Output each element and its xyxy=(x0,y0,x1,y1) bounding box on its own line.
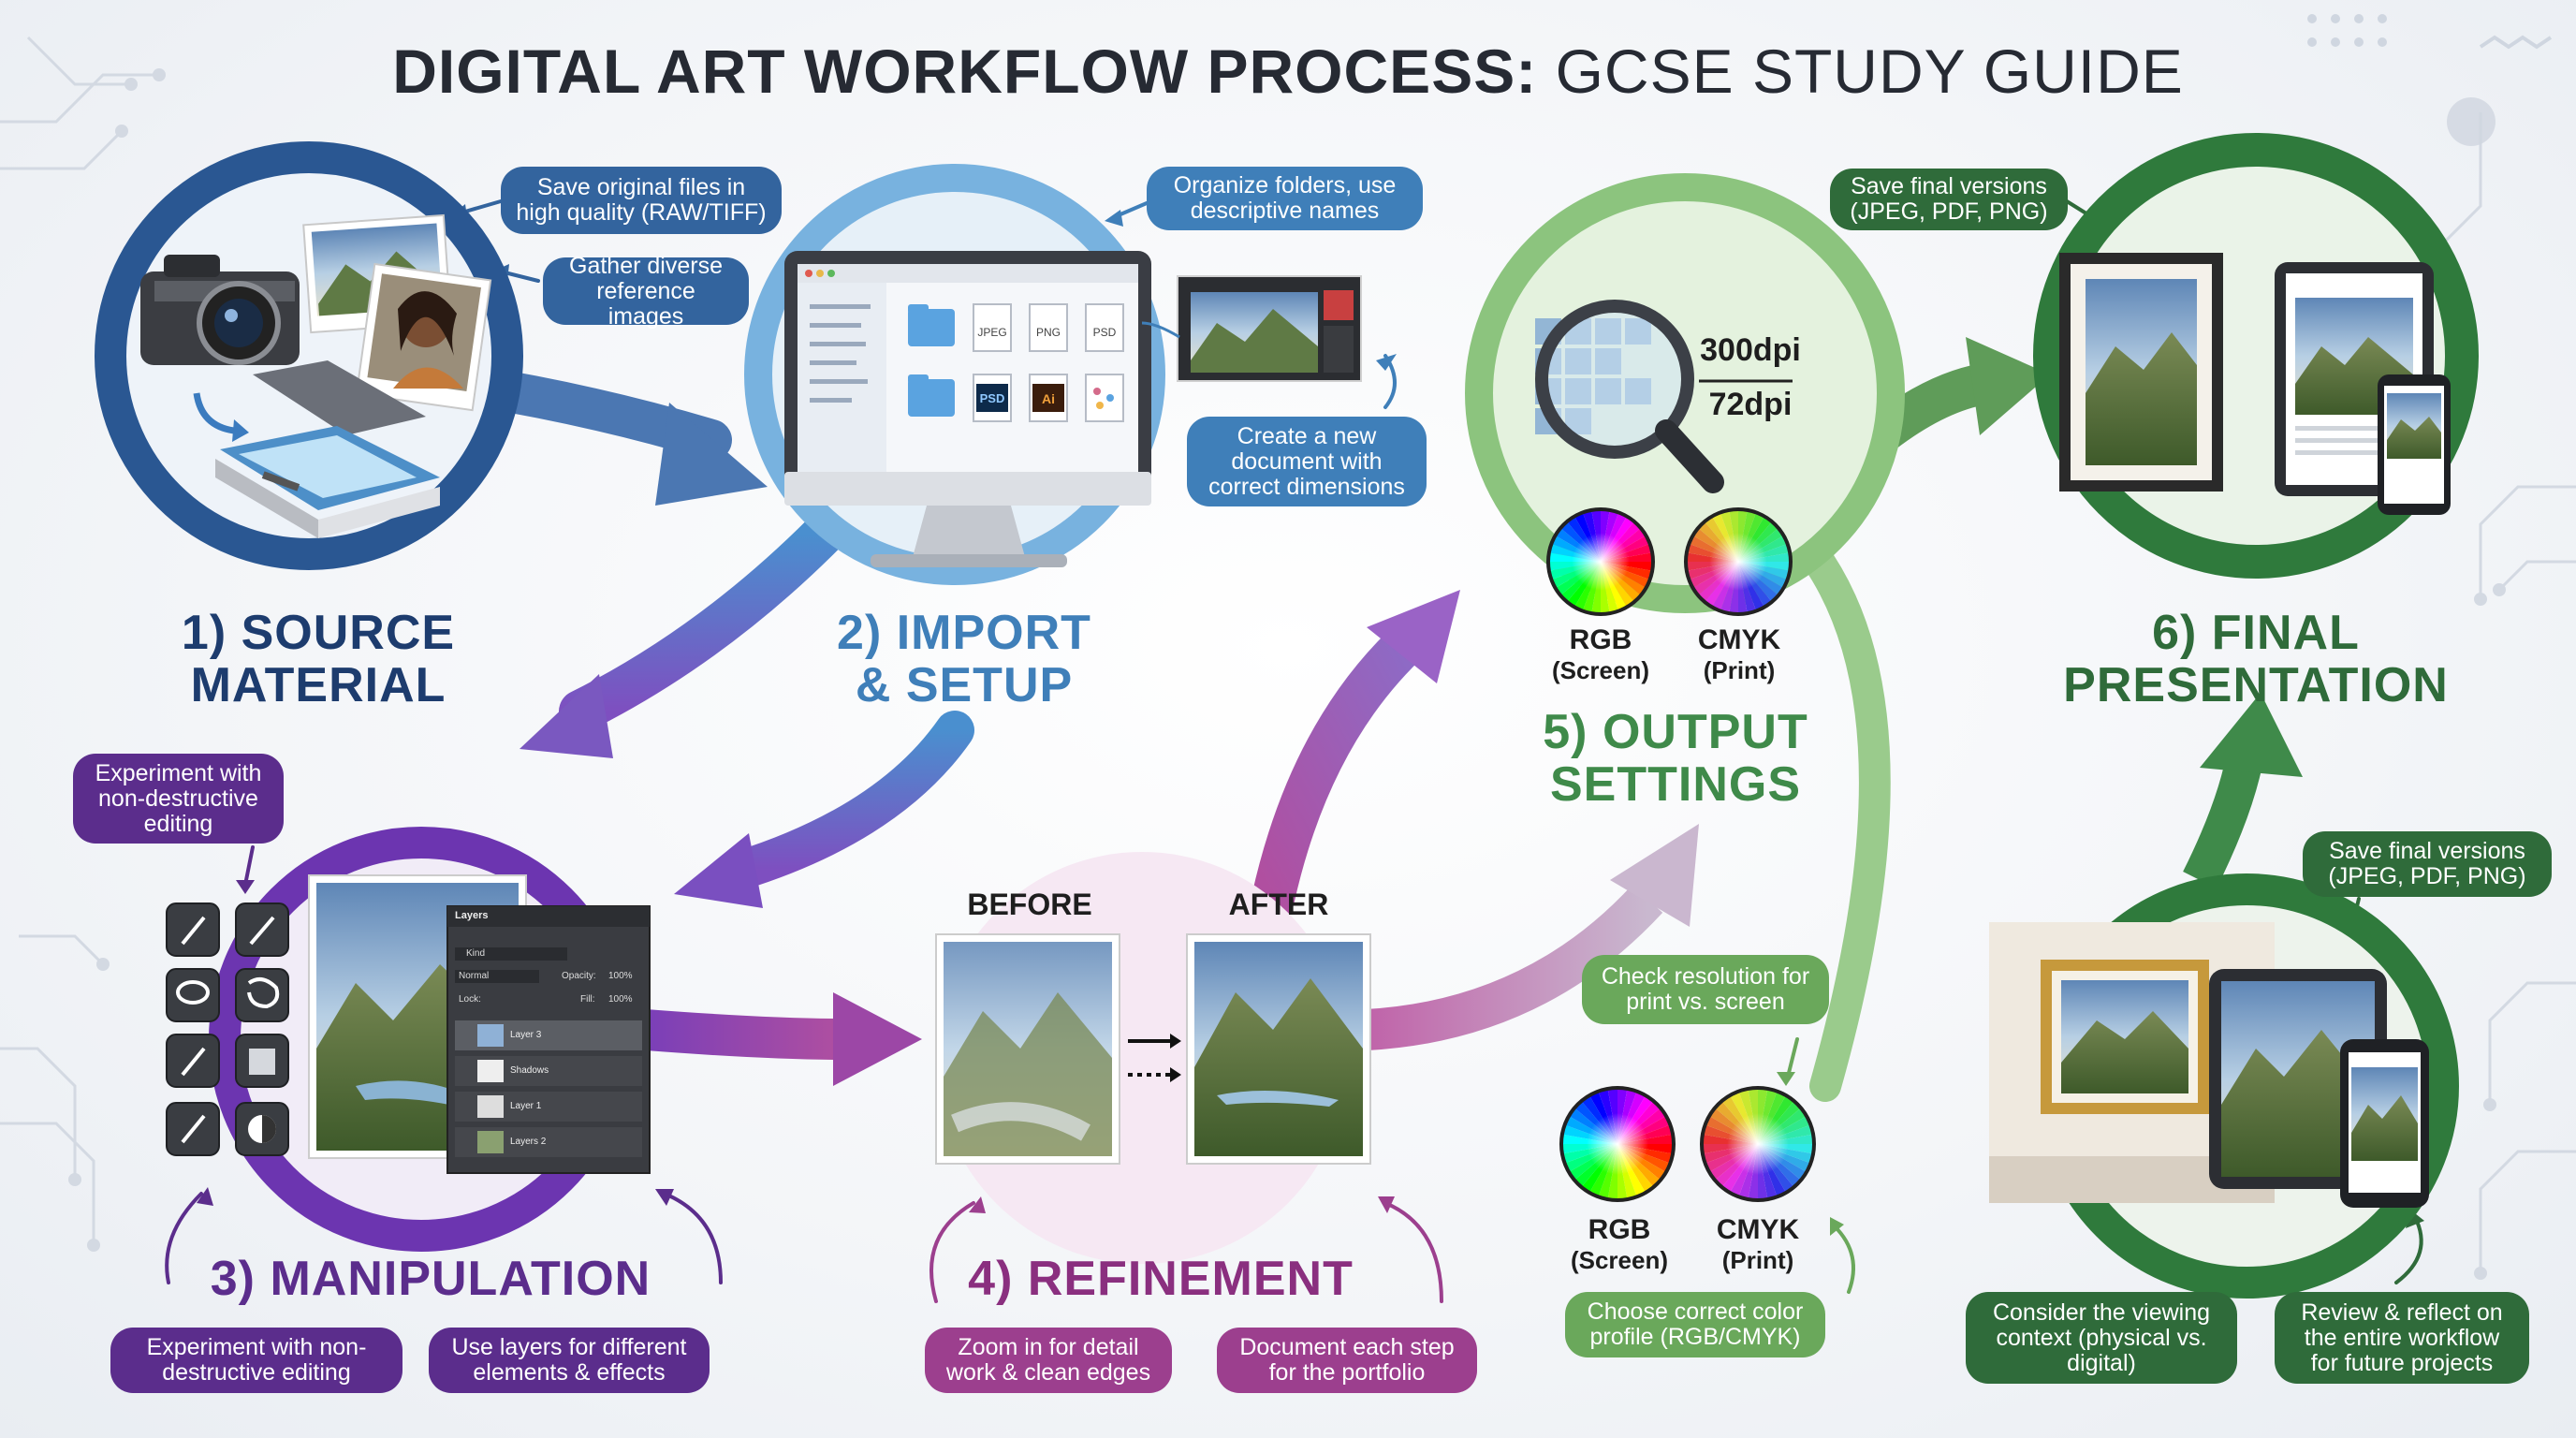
step-heading-source: 1) SOURCE MATERIAL xyxy=(122,607,515,712)
callout-save-final-top: Save final versions (JPEG, PDF, PNG) xyxy=(1830,169,2068,230)
file-label-psd-2: PSD xyxy=(979,391,1005,405)
rgb-sub-text-bottom: (Screen) xyxy=(1570,1246,1669,1274)
callout-experiment-bottom: Experiment with non-destructive editing xyxy=(110,1328,402,1393)
callout-gather-reference: Gather diverse reference images xyxy=(543,253,749,329)
flow-arrow-2-to-3 xyxy=(559,512,845,733)
monitor-icon xyxy=(784,251,1151,567)
layers-panel-fill-label: Fill: xyxy=(580,994,595,1005)
callout-use-layers: Use layers for different elements & effe… xyxy=(429,1328,710,1393)
after-image xyxy=(1186,933,1371,1165)
rgb-label-top: RGB (Screen) xyxy=(1535,625,1666,685)
file-label-jpeg: JPEG xyxy=(977,326,1007,339)
callout-organize-folders: Organize folders, use descriptive names xyxy=(1147,167,1423,230)
scanner-icon xyxy=(215,360,440,538)
compare-arrows xyxy=(1128,1039,1170,1077)
file-label-psd: PSD xyxy=(1092,326,1117,339)
title-bold: DIGITAL ART WORKFLOW PROCESS: xyxy=(392,37,1538,106)
callout-document-step: Document each step for the portfolio xyxy=(1217,1328,1477,1393)
dots-decoration xyxy=(2307,14,2496,146)
callout-check-resolution: Check resolution for print vs. screen xyxy=(1582,955,1829,1024)
portrait-photo xyxy=(355,262,492,412)
step-5-line2: SETTINGS xyxy=(1549,757,1802,812)
title-light: GCSE STUDY GUIDE xyxy=(1555,37,2184,106)
cmyk-text: CMYK xyxy=(1697,624,1781,655)
layer-row: Shadows xyxy=(510,1065,549,1076)
dpi-low-label: 72dpi xyxy=(1708,387,1793,422)
after-label: AFTER xyxy=(1228,888,1329,921)
step-2-line1: 2) IMPORT xyxy=(837,606,1091,660)
pen-icon xyxy=(249,916,275,946)
dpi-high-label: 300dpi xyxy=(1700,332,1801,368)
callout-zoom-detail: Zoom in for detail work & clean edges xyxy=(925,1328,1172,1393)
tool-palette xyxy=(166,902,289,1156)
layers-panel-opacity: 100% xyxy=(608,971,633,981)
layer-row: Layer 1 xyxy=(510,1101,542,1111)
layer-row: Layer 3 xyxy=(510,1030,542,1040)
phone-device-context xyxy=(2340,1039,2429,1208)
lasso-icon xyxy=(176,980,210,1005)
phone-device xyxy=(2378,374,2451,515)
callout-save-final-right: Save final versions (JPEG, PDF, PNG) xyxy=(2303,831,2552,897)
file-label-ai: Ai xyxy=(1042,391,1055,406)
page-title: DIGITAL ART WORKFLOW PROCESS: GCSE STUDY… xyxy=(0,36,2576,107)
cmyk-sub-text: (Print) xyxy=(1703,656,1776,684)
callout-experiment-top: Experiment with non-destructive editing xyxy=(73,754,284,844)
editor-preview-window xyxy=(1177,275,1362,382)
layer-row: Layers 2 xyxy=(510,1137,547,1147)
cmyk-sub-text-bottom: (Print) xyxy=(1721,1246,1794,1274)
step-6-line1: 6) FINAL xyxy=(2152,606,2360,660)
callout-choose-profile: Choose correct color profile (RGB/CMYK) xyxy=(1565,1292,1825,1357)
magnifier-icon xyxy=(1535,300,1724,493)
step-heading-output: 5) OUTPUT SETTINGS xyxy=(1488,706,1863,811)
layers-panel-opacity-label: Opacity: xyxy=(562,971,596,981)
camera-icon xyxy=(140,255,300,365)
step-1-line2: MATERIAL xyxy=(190,658,446,712)
rotate-icon xyxy=(247,977,280,1009)
step-5-line1: 5) OUTPUT xyxy=(1543,705,1808,759)
magic-wand-icon xyxy=(181,1114,206,1144)
step-3-line1: 3) MANIPULATION xyxy=(210,1252,651,1306)
callout-review-reflect: Review & reflect on the entire workflow … xyxy=(2275,1292,2529,1384)
layers-panel-title: Layers xyxy=(455,910,489,921)
cmyk-label-bottom: CMYK (Print) xyxy=(1692,1215,1823,1275)
rgb-label-bottom: RGB (Screen) xyxy=(1554,1215,1685,1275)
before-image xyxy=(935,933,1120,1165)
cmyk-wheel-bottom xyxy=(1700,1086,1816,1202)
framed-artwork xyxy=(2059,253,2223,492)
cmyk-text-bottom: CMYK xyxy=(1716,1214,1800,1245)
layers-panel-kind: Kind xyxy=(466,948,486,959)
callout-viewing-context: Consider the viewing context (physical v… xyxy=(1966,1292,2237,1384)
before-label: BEFORE xyxy=(967,888,1092,921)
rgb-text-bottom: RGB xyxy=(1588,1214,1651,1245)
step-heading-refinement: 4) REFINEMENT xyxy=(899,1253,1423,1305)
callout-save-original: Save original files in high quality (RAW… xyxy=(501,167,782,234)
cmyk-wheel-top xyxy=(1684,507,1793,616)
rgb-wheel-bottom xyxy=(1559,1086,1676,1202)
layers-panel-fill: 100% xyxy=(608,994,633,1005)
rgb-wheel-top xyxy=(1546,507,1655,616)
cmyk-label-top: CMYK (Print) xyxy=(1674,625,1805,685)
brush-icon xyxy=(181,916,206,946)
step-heading-import: 2) IMPORT & SETUP xyxy=(768,607,1161,712)
step-4-line1: 4) REFINEMENT xyxy=(968,1252,1354,1306)
step-2-line2: & SETUP xyxy=(855,658,1074,712)
file-label-png: PNG xyxy=(1035,326,1061,339)
rgb-text: RGB xyxy=(1569,624,1632,655)
step-heading-final: 6) FINAL PRESENTATION xyxy=(2012,607,2499,712)
step-heading-manipulation: 3) MANIPULATION xyxy=(150,1253,711,1305)
flow-arrow-4-to-5 xyxy=(1251,615,1435,920)
smudge-icon xyxy=(181,1047,206,1077)
rgb-sub-text: (Screen) xyxy=(1551,656,1650,684)
layers-panel-lock-label: Lock: xyxy=(459,994,481,1005)
step-1-line1: 1) SOURCE xyxy=(181,606,456,660)
gradient-icon xyxy=(249,1049,275,1075)
step-6-line2: PRESENTATION xyxy=(2063,658,2449,712)
layers-panel xyxy=(446,905,651,1174)
callout-create-document: Create a new document with correct dimen… xyxy=(1187,417,1427,506)
layers-panel-blend: Normal xyxy=(459,971,490,981)
